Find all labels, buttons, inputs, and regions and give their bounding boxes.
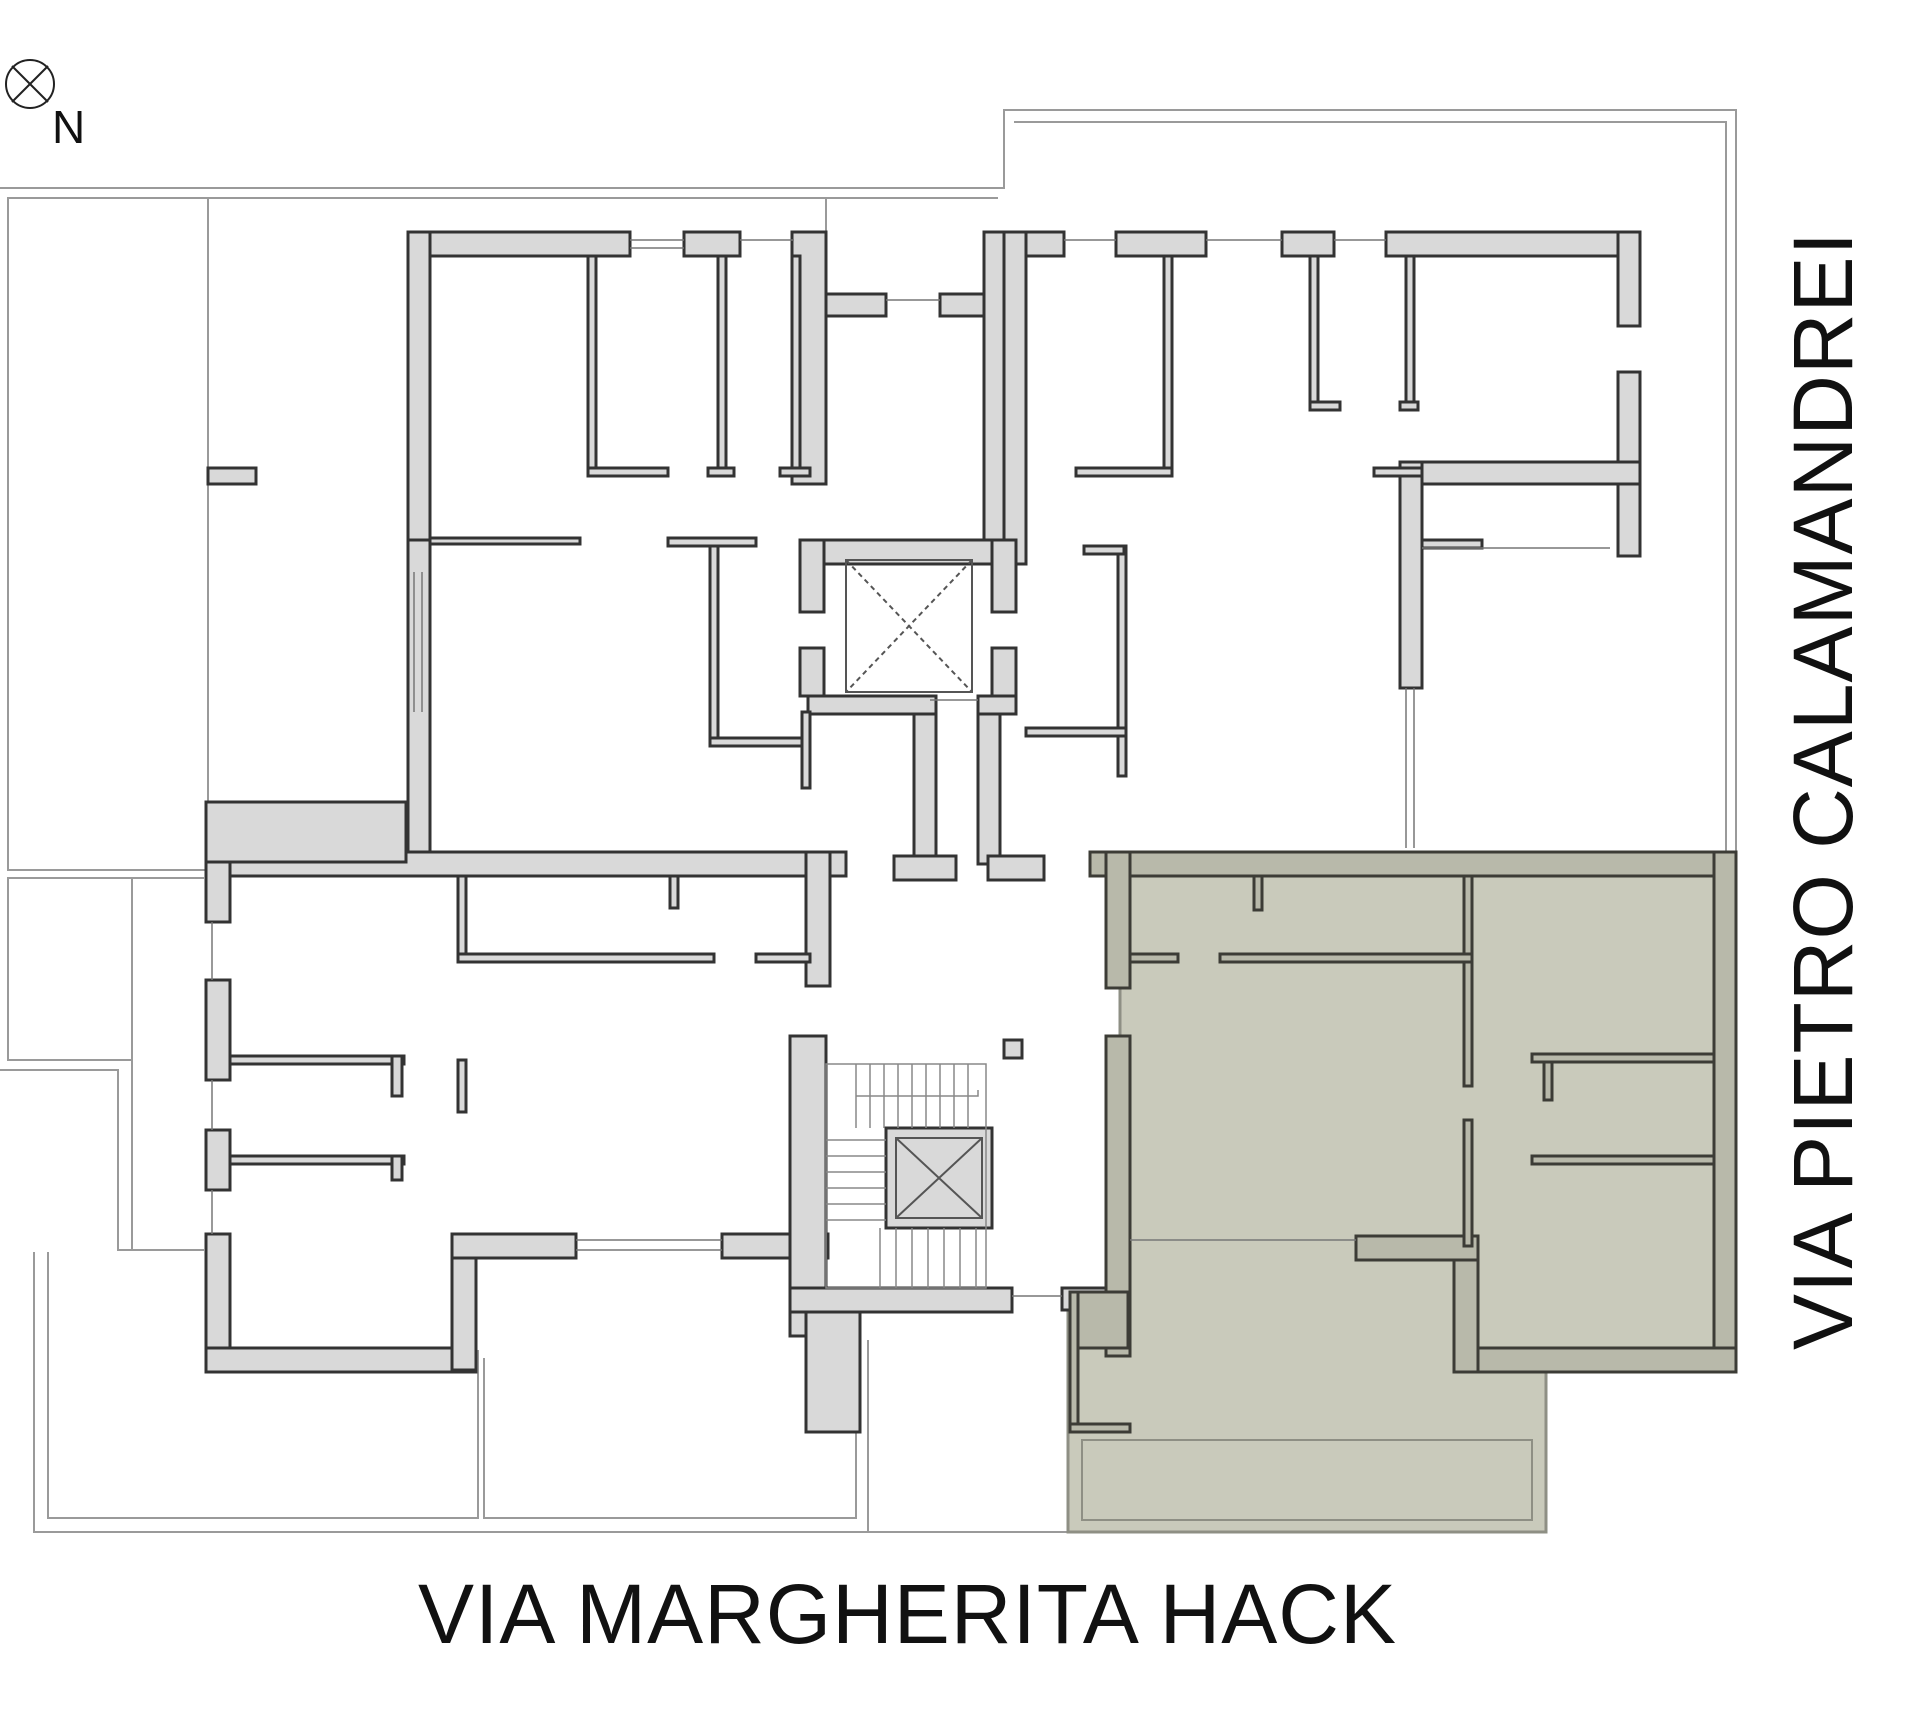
north-label: N [52, 101, 86, 153]
unit-walls [1068, 850, 1738, 1434]
north-arrow-icon [5, 59, 55, 109]
street-label-right: VIA PIETRO CALAMANDREI [1776, 231, 1870, 1350]
lift-shafts [845, 559, 983, 1219]
windows [211, 239, 1610, 1297]
walls [204, 230, 1642, 1434]
staircase [825, 1063, 987, 1289]
street-label-bottom: VIA MARGHERITA HACK [418, 1567, 1397, 1661]
